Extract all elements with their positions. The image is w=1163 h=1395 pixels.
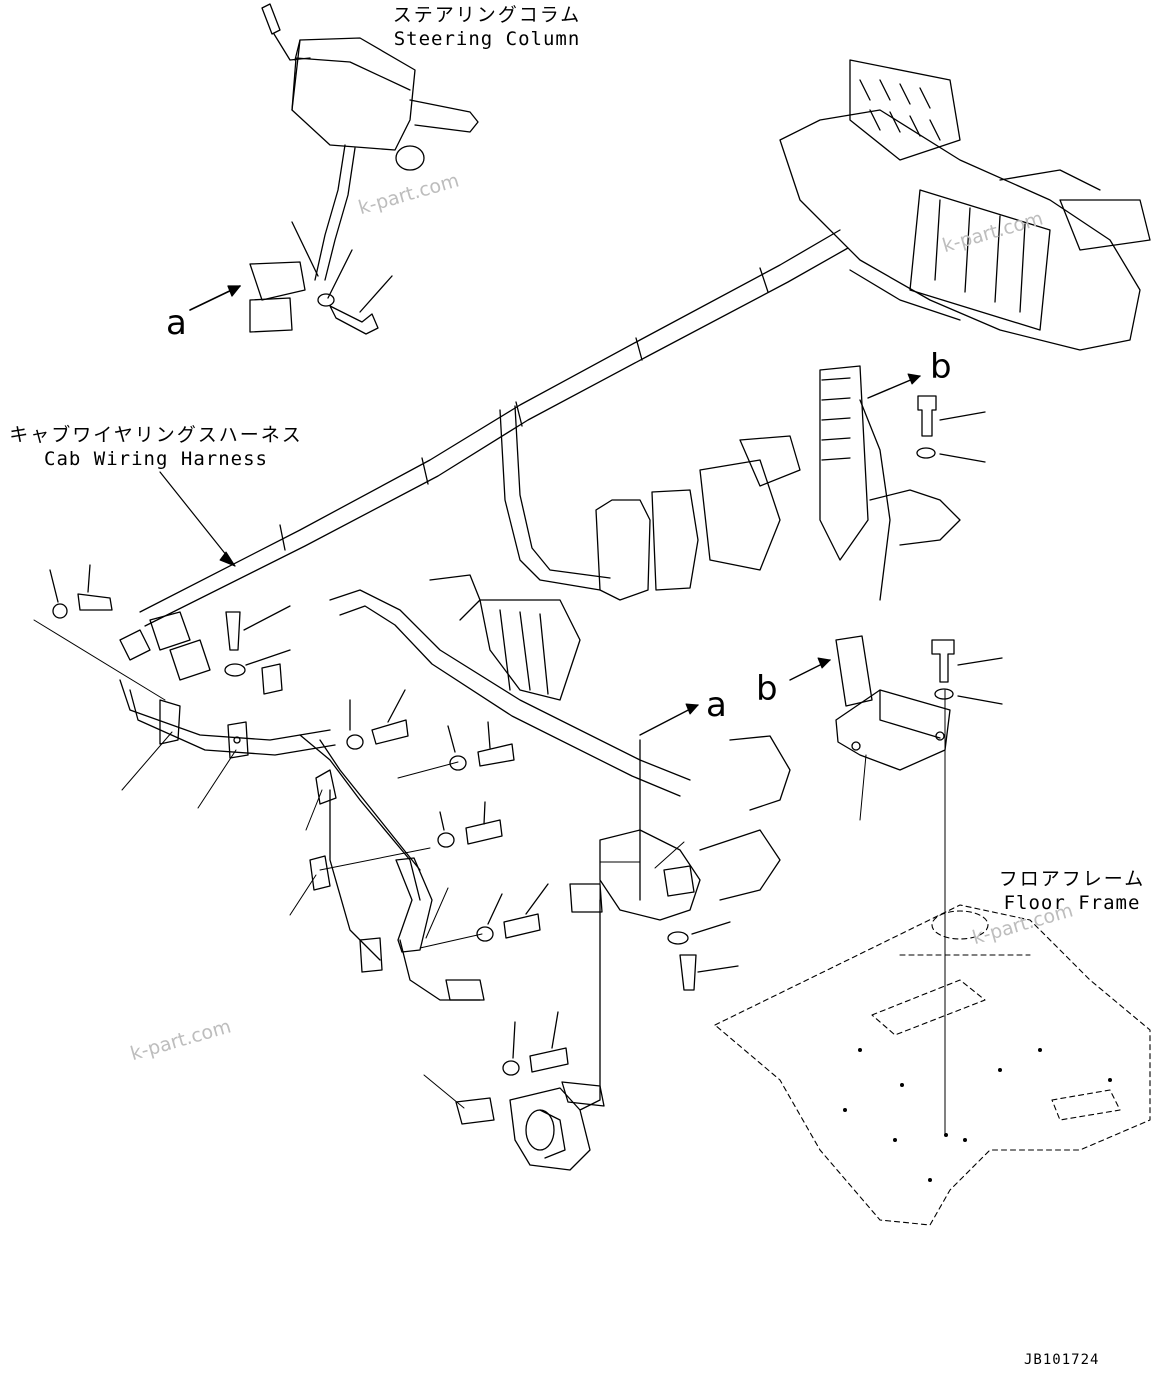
cab-harness-label-en: Cab Wiring Harness bbox=[44, 448, 268, 470]
bracket bbox=[835, 635, 951, 771]
main-harness-trunk bbox=[119, 229, 849, 1001]
floor-frame-label-en: Floor Frame bbox=[1003, 892, 1141, 914]
fuse-relay-block bbox=[779, 59, 1151, 351]
callout-b-mid: b bbox=[756, 669, 778, 709]
left-connectors bbox=[119, 611, 283, 759]
drawing-code: JB101724 bbox=[1024, 1352, 1100, 1368]
lower-middle-harness bbox=[569, 735, 791, 1111]
bottom-switch-assembly bbox=[455, 1081, 605, 1171]
bolt-steering bbox=[329, 305, 379, 335]
callout-a-top: a bbox=[166, 303, 187, 343]
fasteners bbox=[49, 395, 1003, 1076]
leader-lines bbox=[33, 373, 921, 1109]
steering-column-drawing bbox=[261, 3, 479, 281]
callout-b-top: b bbox=[930, 347, 952, 387]
middle-connector-cluster bbox=[429, 365, 961, 701]
steering-column-label-en: Steering Column bbox=[393, 28, 581, 50]
floor-frame-label-jp: フロアフレーム bbox=[998, 868, 1146, 890]
lower-left-branch bbox=[309, 769, 485, 1001]
steering-column-label-jp: ステアリングコラム bbox=[392, 4, 582, 26]
floor-frame bbox=[714, 904, 1151, 1226]
callout-a-mid: a bbox=[706, 685, 727, 725]
cab-harness-label-jp: キャブワイヤリングスハーネス bbox=[9, 424, 303, 446]
floor-frame-holes bbox=[843, 1048, 1112, 1182]
